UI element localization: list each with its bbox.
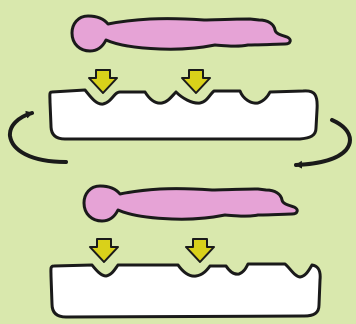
top-pressure-arrows xyxy=(89,70,210,93)
down-arrow-icon xyxy=(182,70,210,93)
down-arrow-icon xyxy=(90,239,118,262)
down-arrow-icon xyxy=(186,239,214,262)
top-lying-person-icon xyxy=(72,16,290,51)
bottom-lying-person-icon xyxy=(84,186,297,221)
down-arrow-icon xyxy=(89,70,117,93)
bottom-pressure-arrows xyxy=(90,239,214,262)
bottom-mattress-icon xyxy=(51,264,320,317)
top-mattress-icon xyxy=(50,90,317,139)
